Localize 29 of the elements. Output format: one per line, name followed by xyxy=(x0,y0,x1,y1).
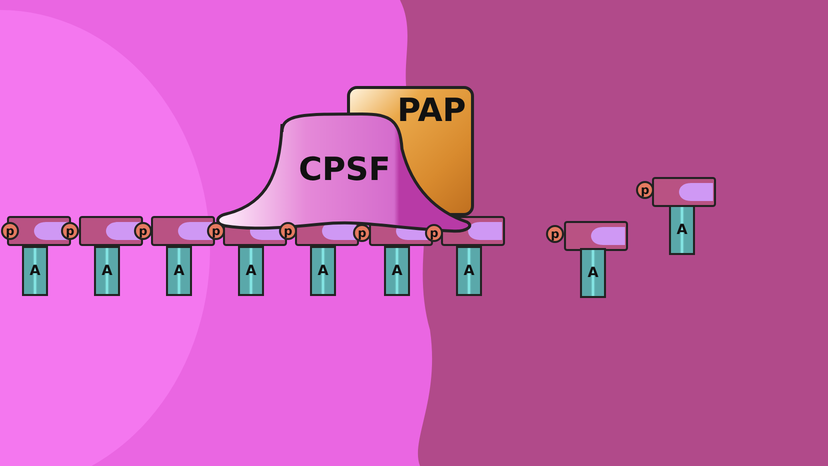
node-label: PAP xyxy=(397,91,466,129)
node-label: A xyxy=(464,263,474,279)
adenine-base xyxy=(384,246,410,296)
adenine-base xyxy=(669,205,695,255)
node-label: p xyxy=(640,184,650,196)
adenine-base xyxy=(94,246,120,296)
adenine-base xyxy=(310,246,336,296)
adenine-base xyxy=(166,246,192,296)
node-label: A xyxy=(246,263,256,279)
node-label: A xyxy=(102,263,112,279)
node-label: A xyxy=(318,263,328,279)
node-label: p xyxy=(66,225,74,237)
node-label: p xyxy=(358,227,366,239)
node-label: CPSF xyxy=(298,150,390,188)
node-label: A xyxy=(392,263,402,279)
node-label: p xyxy=(284,225,292,237)
node-label: p xyxy=(550,228,560,240)
node-label: A xyxy=(588,265,598,281)
node-label: p xyxy=(430,227,438,239)
node-label: p xyxy=(138,225,148,237)
node-label: A xyxy=(676,222,688,238)
node-label: A xyxy=(174,263,184,279)
node-label: A xyxy=(30,263,40,279)
adenine-base xyxy=(580,248,606,298)
adenine-base xyxy=(238,246,264,296)
node-label: p xyxy=(212,225,220,237)
adenine-base xyxy=(456,246,482,296)
node-label: p xyxy=(6,225,14,237)
adenine-base xyxy=(22,246,48,296)
